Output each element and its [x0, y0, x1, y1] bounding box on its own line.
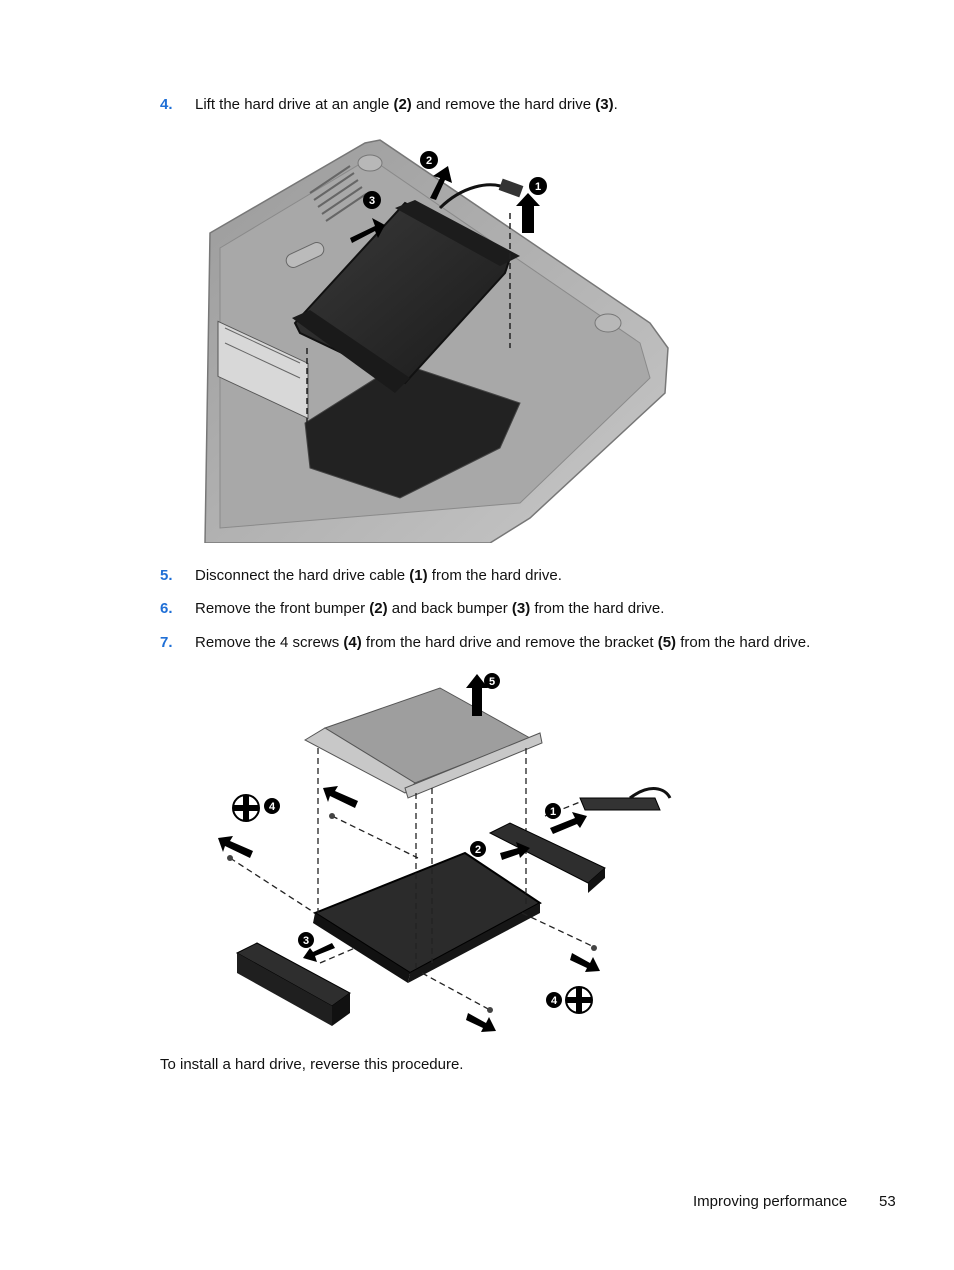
arrow-icon — [218, 836, 253, 858]
step-text: Remove the front bumper (2) and back bum… — [195, 600, 665, 617]
callout-4: 4 — [269, 801, 276, 813]
callout-1: 1 — [550, 806, 556, 818]
callout-3: 3 — [303, 935, 309, 947]
arrow-icon — [570, 953, 600, 972]
step-text: Lift the hard drive at an angle (2) and … — [195, 96, 618, 113]
callout-2: 2 — [475, 844, 481, 856]
closing-instruction: To install a hard drive, reverse this pr… — [160, 1056, 464, 1073]
arrow-icon — [350, 218, 385, 243]
page-number: 53 — [879, 1193, 896, 1210]
screwdriver-icon — [232, 794, 260, 822]
callout-3: 3 — [369, 195, 375, 207]
arrow-icon — [303, 943, 335, 962]
arrow-icon — [430, 166, 452, 200]
arrow-icon — [550, 812, 587, 834]
arrow-icon — [500, 842, 530, 860]
callout-4: 4 — [551, 995, 558, 1007]
callout-1: 1 — [535, 181, 541, 193]
arrow-icon — [516, 193, 540, 233]
step-number: 6. — [160, 600, 173, 617]
hard-drive-removal-illustration: 1 2 3 — [204, 139, 669, 543]
arrow-icon — [466, 674, 488, 716]
footer-section-title: Improving performance — [693, 1193, 848, 1210]
arrow-icon — [323, 786, 358, 808]
step-text: Remove the 4 screws (4) from the hard dr… — [195, 634, 811, 651]
screwdriver-icon — [565, 986, 593, 1014]
callout-2: 2 — [426, 155, 432, 167]
callout-5: 5 — [489, 676, 495, 688]
hard-drive-disassembly-illustration: 5 4 1 2 3 4 — [218, 673, 672, 1032]
step-number: 4. — [160, 96, 173, 113]
step-text: Disconnect the hard drive cable (1) from… — [195, 567, 562, 584]
step-number: 5. — [160, 567, 173, 584]
step-number: 7. — [160, 634, 173, 651]
arrow-icon — [466, 1013, 496, 1032]
